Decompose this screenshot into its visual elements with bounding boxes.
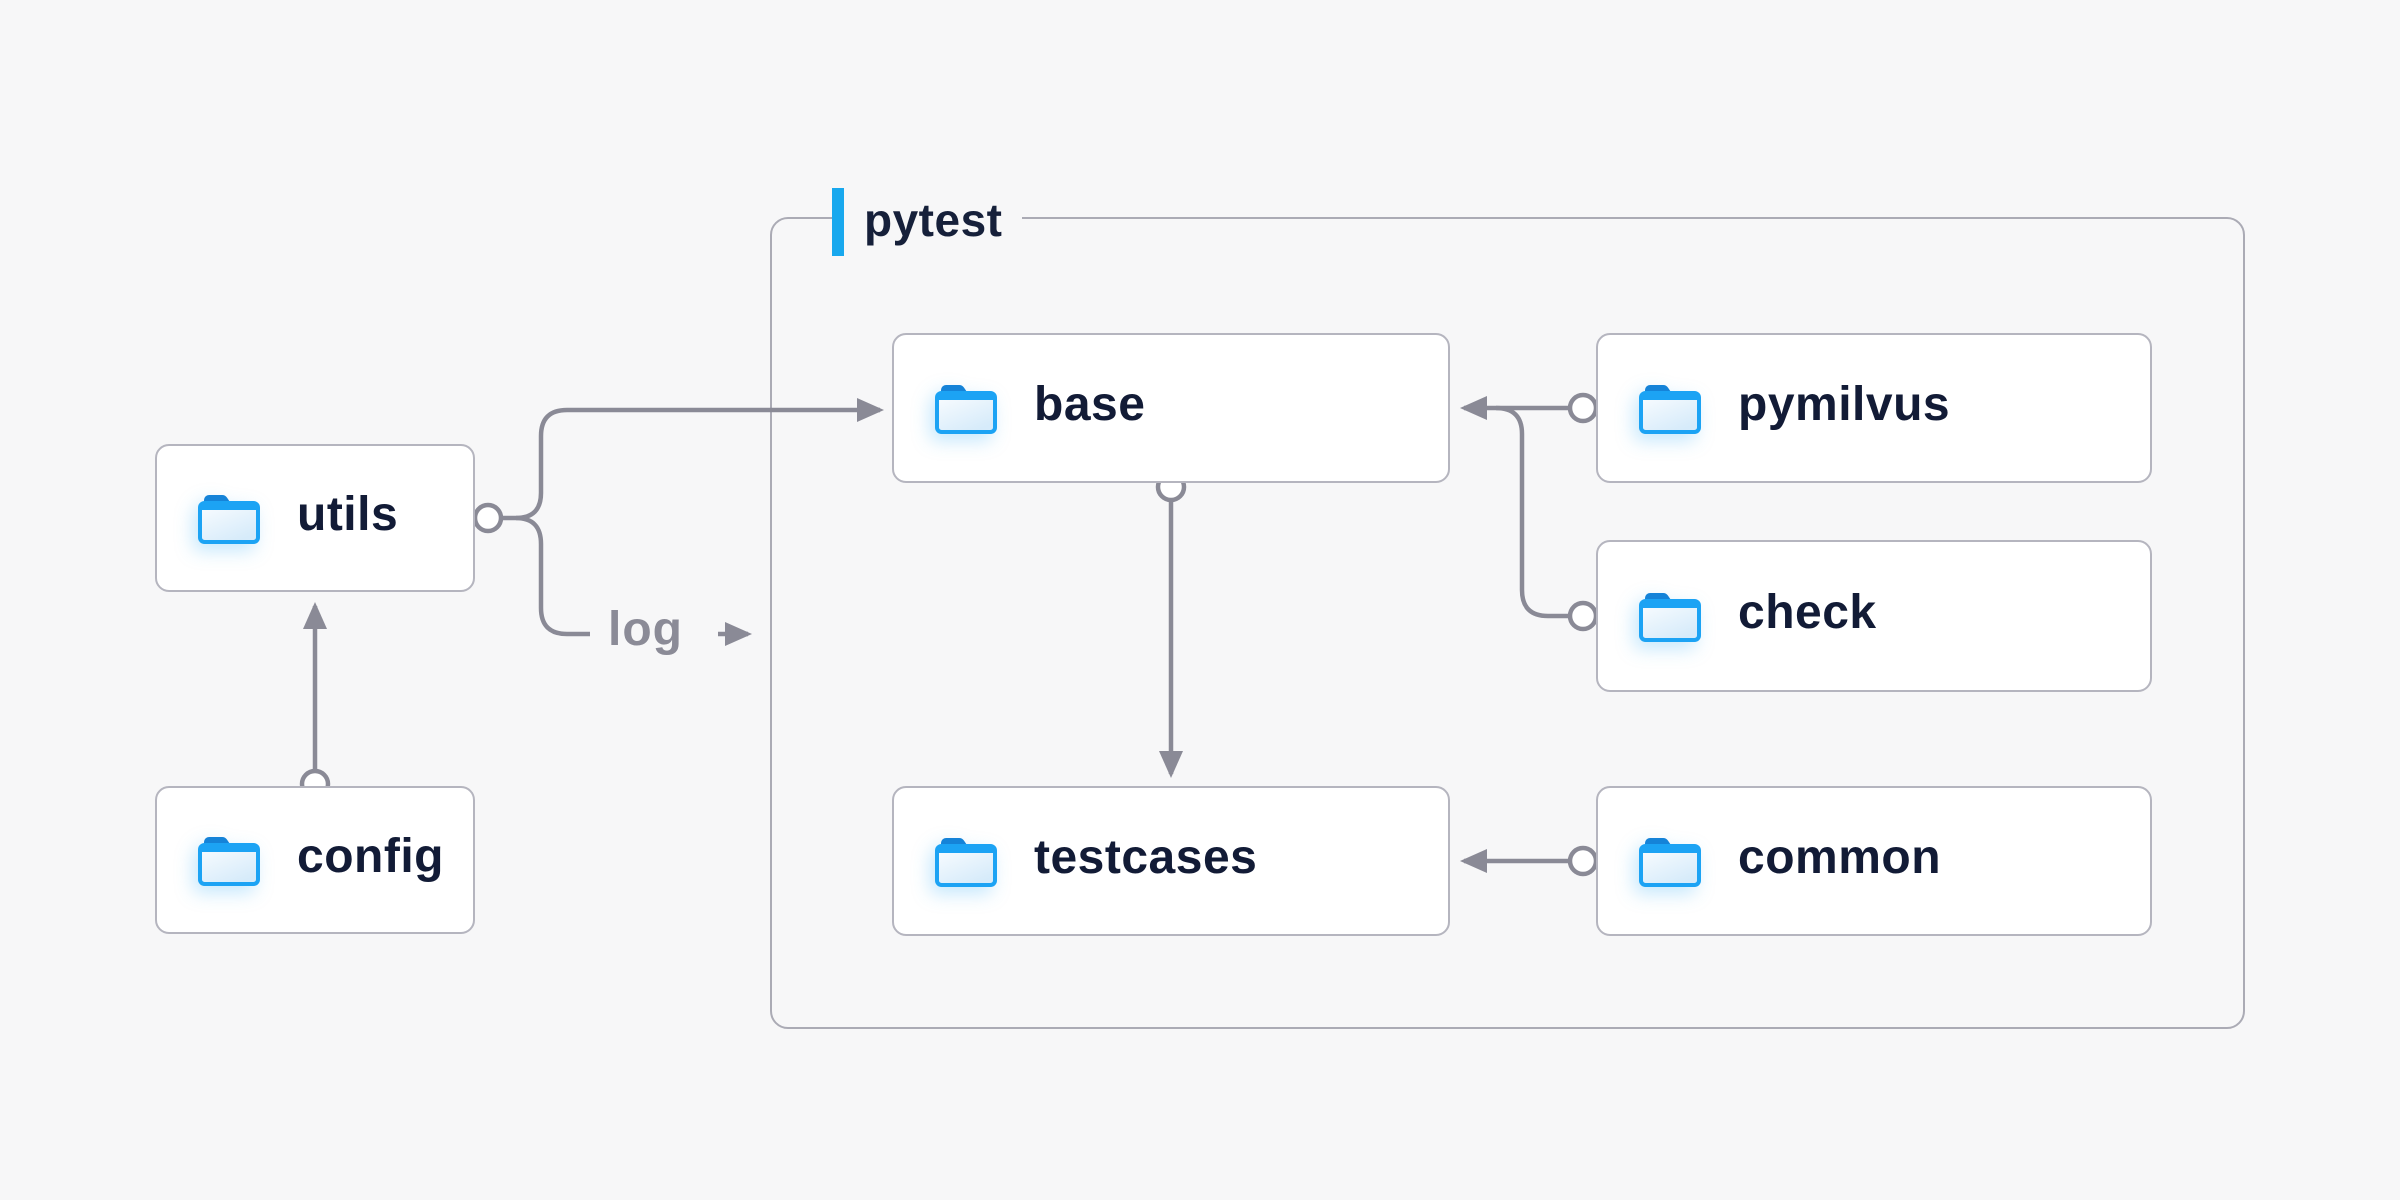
- edge-label-log: log: [608, 603, 683, 656]
- folder-icon: [1639, 384, 1701, 434]
- pytest-group-label-text: pytest: [864, 194, 1003, 246]
- node-common: common: [1596, 786, 2152, 936]
- node-base: base: [892, 333, 1450, 483]
- connector-dot-utils-right: [472, 502, 504, 534]
- pytest-group-label: pytest: [832, 188, 1023, 256]
- node-config: config: [155, 786, 475, 934]
- pytest-group-container: [770, 217, 2245, 1029]
- folder-icon: [935, 384, 997, 434]
- node-utils: utils: [155, 444, 475, 592]
- folder-icon: [198, 836, 260, 886]
- folder-icon: [1639, 592, 1701, 642]
- edge-utils-to-log: [515, 515, 590, 637]
- node-check: check: [1596, 540, 2152, 692]
- node-label-check: check: [1738, 586, 1877, 639]
- node-label-base: base: [1034, 378, 1146, 431]
- folder-icon: [935, 837, 997, 887]
- node-pymilvus: pymilvus: [1596, 333, 2152, 483]
- node-label-config: config: [297, 830, 444, 883]
- pytest-accent-bar-icon: [832, 188, 844, 256]
- node-label-testcases: testcases: [1034, 831, 1258, 884]
- folder-icon: [198, 494, 260, 544]
- folder-icon: [1639, 837, 1701, 887]
- node-label-pymilvus: pymilvus: [1738, 378, 1951, 431]
- node-label-common: common: [1738, 831, 1942, 884]
- node-label-utils: utils: [297, 488, 399, 541]
- node-testcases: testcases: [892, 786, 1450, 936]
